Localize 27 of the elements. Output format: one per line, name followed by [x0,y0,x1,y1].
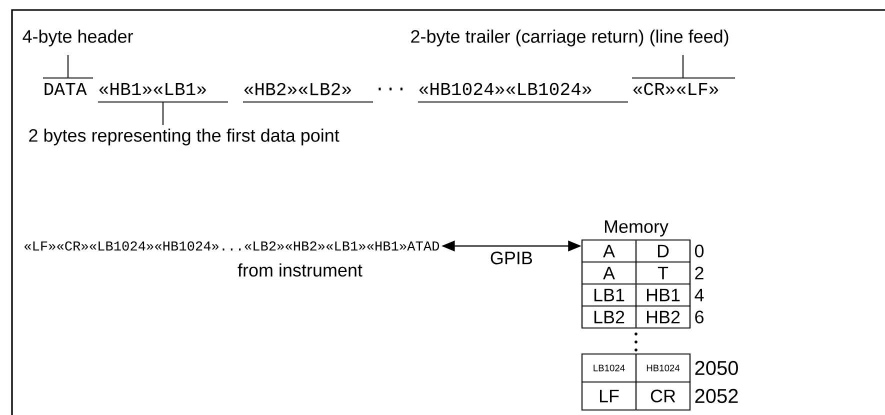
memory-cell: LB1 [581,283,637,307]
memory-cell: HB1024 [635,353,691,383]
data-token: «CR»«LF» [633,82,718,96]
address-number: 2052 [695,388,738,404]
memory-cell: T [635,261,691,285]
edge-label: GPIB [490,252,532,264]
annotation-text: 2-byte trailer (carriage return) (line feed) [411,30,728,46]
memory-cell: LB2 [581,305,637,329]
annotation-text: 2 bytes representing the first data point [29,128,340,146]
data-token: ... [378,88,402,90]
data-token: «HB2»«LB2» [244,82,351,96]
memory-cell: LB1024 [581,353,637,383]
memory-cell: LF [581,381,637,411]
address-number: 2050 [695,360,738,376]
memory-cell: A [581,239,637,263]
memory-cell: A [581,261,637,285]
data-token: DATA [44,83,87,95]
data-stream-text: «LF»«CR»«LB1024»«HB1024»...«LB2»«HB2»«LB1»«HB1»ATAD [24,241,440,251]
annotation-text: 4-byte header [22,30,133,46]
memory-cell: CR [635,381,691,411]
memory-cell: D [635,239,691,263]
node-label: Memory [604,220,668,237]
data-token: «HB1024»«LB1024» [419,82,592,96]
caption-text: from instrument [238,263,362,277]
memory-cell: HB2 [635,305,691,329]
data-token: «HB1»«LB1» [99,83,206,95]
memory-cell: HB1 [635,283,691,307]
